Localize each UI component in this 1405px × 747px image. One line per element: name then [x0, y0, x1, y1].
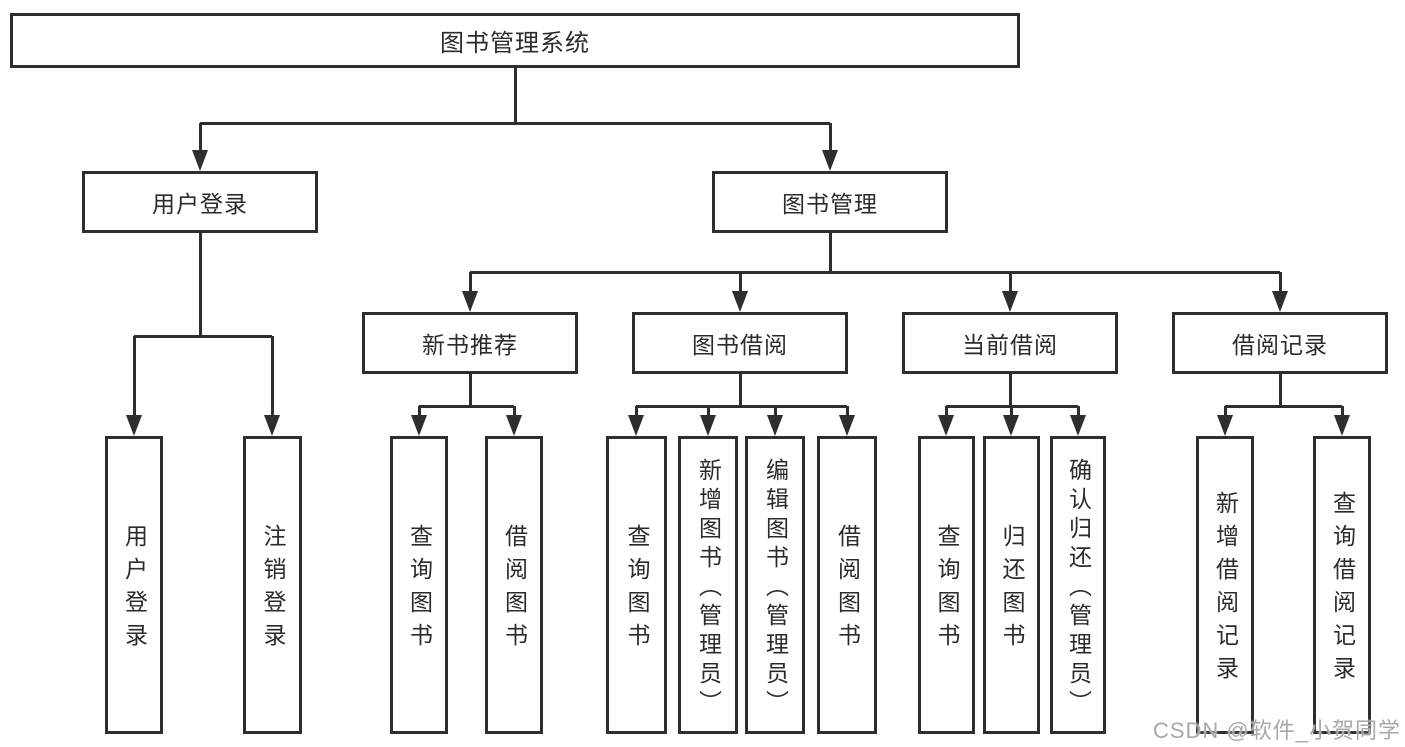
connector-line [419, 405, 514, 408]
connector-line [635, 406, 638, 420]
arrow-down-icon [506, 415, 522, 436]
arrow-down-icon [732, 291, 748, 312]
node-book-borrowing: 图书借阅 [632, 312, 848, 374]
leaf-confirm-return-admin: 确认归还（管理员） [1050, 436, 1106, 734]
leaf-edit-book-admin-label: 编辑图书（管理员） [762, 457, 789, 719]
leaf-borrow-books-1-label: 借阅图书 [501, 524, 528, 656]
node-borrowing-records: 借阅记录 [1172, 312, 1388, 374]
leaf-add-borrow-record-label: 新增借阅记录 [1212, 491, 1239, 689]
connector-line [1225, 405, 1342, 408]
connector-line [1224, 406, 1227, 420]
arrow-down-icon [1334, 415, 1350, 436]
arrow-down-icon [411, 415, 427, 436]
connector-line [636, 405, 847, 408]
connector-line [707, 406, 710, 420]
connector-line [133, 336, 136, 420]
node-borrowing-records-label: 借阅记录 [1232, 332, 1328, 358]
arrow-down-icon [1272, 291, 1288, 312]
node-current-borrowing-label: 当前借阅 [962, 332, 1058, 358]
node-system-root: 图书管理系统 [10, 13, 1020, 68]
connector-line [1279, 272, 1282, 296]
leaf-return-books: 归还图书 [983, 436, 1040, 734]
connector-line [1009, 272, 1012, 296]
leaf-borrow-books-1: 借阅图书 [485, 436, 543, 734]
connector-line [134, 335, 272, 338]
leaf-query-borrow-record-label: 查询借阅记录 [1329, 491, 1356, 689]
leaf-user-login-label: 用户登录 [121, 524, 148, 656]
leaf-query-books-3-label: 查询图书 [934, 524, 960, 656]
leaf-add-book-admin: 新增图书（管理员） [678, 436, 738, 734]
connector-line [739, 374, 742, 406]
leaf-query-books-3: 查询图书 [918, 436, 975, 734]
leaf-confirm-return-admin-label: 确认归还（管理员） [1065, 457, 1092, 719]
leaf-return-books-label: 归还图书 [999, 524, 1025, 656]
connector-line [469, 272, 472, 296]
connector-line [774, 406, 777, 420]
connector-line [1010, 406, 1013, 420]
arrow-down-icon [1002, 291, 1018, 312]
node-system-root-label: 图书管理系统 [440, 30, 590, 57]
connector-line [418, 406, 421, 420]
leaf-edit-book-admin: 编辑图书（管理员） [745, 436, 805, 734]
connector-line [1077, 406, 1080, 420]
node-current-borrowing: 当前借阅 [902, 312, 1118, 374]
connector-line [199, 123, 202, 155]
node-book-management-module: 图书管理 [712, 171, 948, 233]
leaf-logout-label: 注销登录 [260, 524, 286, 656]
leaf-add-borrow-record: 新增借阅记录 [1196, 436, 1254, 734]
connector-line [1009, 374, 1012, 406]
node-new-book-recommend-label: 新书推荐 [422, 332, 518, 358]
arrow-down-icon [1070, 415, 1086, 436]
node-book-management-module-label: 图书管理 [782, 191, 878, 217]
arrow-down-icon [192, 150, 208, 171]
leaf-query-books-1: 查询图书 [390, 436, 448, 734]
arrow-down-icon [839, 415, 855, 436]
node-book-borrowing-label: 图书借阅 [692, 332, 788, 358]
arrow-down-icon [938, 415, 954, 436]
connector-line [846, 406, 849, 420]
arrow-down-icon [700, 415, 716, 436]
arrow-down-icon [126, 415, 142, 436]
leaf-query-books-1-label: 查询图书 [406, 524, 433, 656]
arrow-down-icon [1003, 415, 1019, 436]
leaf-query-books-2-label: 查询图书 [624, 524, 650, 656]
connector-line [271, 336, 274, 420]
connector-line [945, 406, 948, 420]
arrow-down-icon [822, 150, 838, 171]
arrow-down-icon [628, 415, 644, 436]
leaf-query-books-2: 查询图书 [606, 436, 667, 734]
connector-line [470, 271, 1280, 274]
connector-line [829, 233, 832, 272]
leaf-user-login: 用户登录 [105, 436, 163, 734]
arrow-down-icon [462, 291, 478, 312]
leaf-query-borrow-record: 查询借阅记录 [1313, 436, 1371, 734]
connector-line [514, 68, 517, 123]
leaf-logout: 注销登录 [243, 436, 302, 734]
leaf-add-book-admin-label: 新增图书（管理员） [695, 457, 722, 719]
node-new-book-recommend: 新书推荐 [362, 312, 578, 374]
connector-line [1341, 406, 1344, 420]
connector-line [513, 406, 516, 420]
connector-line [469, 374, 472, 406]
leaf-borrow-books-2-label: 借阅图书 [834, 524, 861, 656]
leaf-borrow-books-2: 借阅图书 [817, 436, 877, 734]
connector-line [739, 272, 742, 296]
arrow-down-icon [264, 415, 280, 436]
node-user-login-module: 用户登录 [82, 171, 318, 233]
connector-line [199, 233, 202, 336]
connector-line [1279, 374, 1282, 406]
connector-line [200, 122, 830, 125]
arrow-down-icon [767, 415, 783, 436]
arrow-down-icon [1217, 415, 1233, 436]
connector-line [829, 123, 832, 155]
node-user-login-module-label: 用户登录 [152, 191, 248, 217]
